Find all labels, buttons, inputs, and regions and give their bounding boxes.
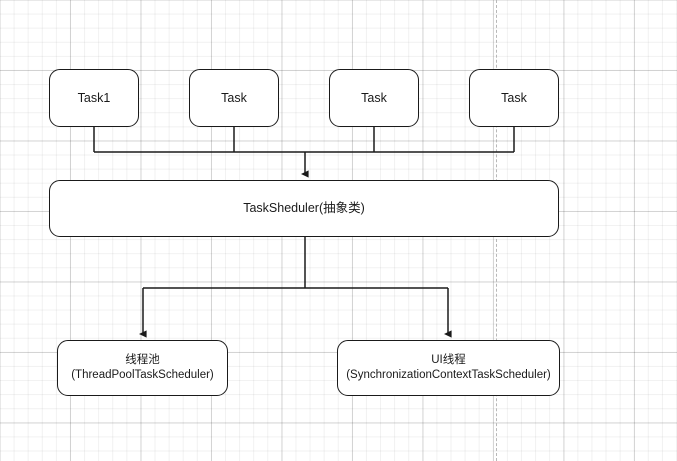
edge-tasks-to-scheduler xyxy=(93,127,515,178)
node-task3[interactable]: Task xyxy=(329,69,419,127)
node-task4[interactable]: Task xyxy=(469,69,559,127)
node-task4-label: Task xyxy=(501,90,527,105)
node-threadpool-scheduler-label: 线程池 (ThreadPoolTaskScheduler) xyxy=(71,353,214,381)
node-taskscheduler[interactable]: TaskSheduler(抽象类) xyxy=(49,180,559,237)
node-task2[interactable]: Task xyxy=(189,69,279,127)
node-taskscheduler-label: TaskSheduler(抽象类) xyxy=(243,201,365,216)
node-task2-label: Task xyxy=(221,90,247,105)
node-task1[interactable]: Task1 xyxy=(49,69,139,127)
node-task3-label: Task xyxy=(361,90,387,105)
node-ui-thread-scheduler[interactable]: UI线程 (SynchronizationContextTaskSchedule… xyxy=(337,340,560,396)
node-threadpool-scheduler[interactable]: 线程池 (ThreadPoolTaskScheduler) xyxy=(57,340,228,396)
node-task1-label: Task1 xyxy=(77,90,111,105)
edge-scheduler-to-children xyxy=(138,237,452,338)
node-ui-thread-scheduler-label: UI线程 (SynchronizationContextTaskSchedule… xyxy=(346,353,551,381)
